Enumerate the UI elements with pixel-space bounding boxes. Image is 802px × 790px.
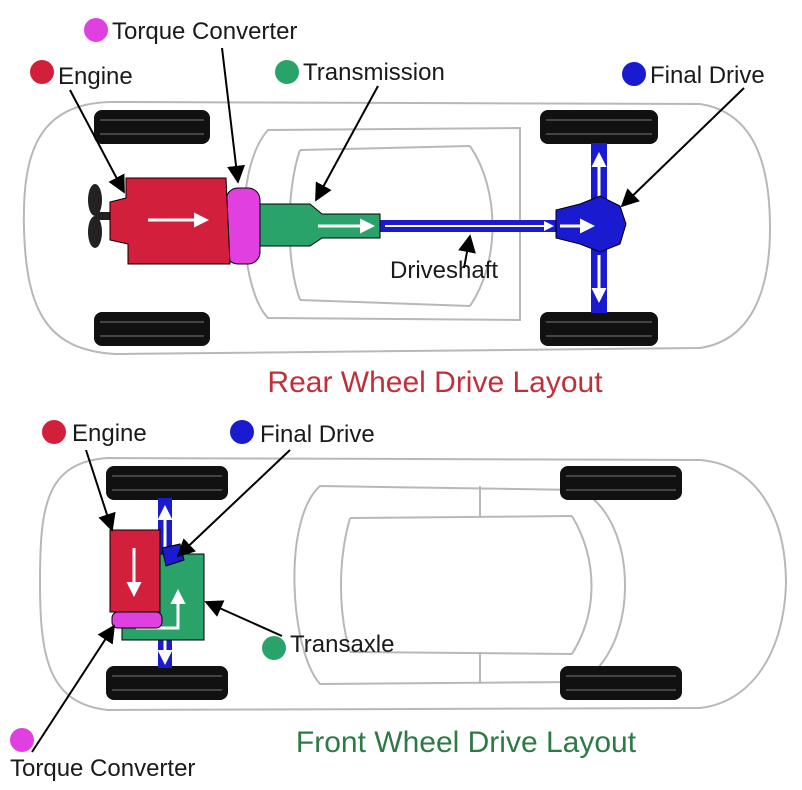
final-drive-dot [622, 62, 646, 86]
front-torque-converter-dot [10, 728, 34, 752]
transaxle-dot [262, 636, 286, 660]
rear-tire-rear-left [540, 110, 658, 144]
driveshaft-label: Driveshaft [390, 257, 498, 284]
rear-transmission-label: Transmission [303, 59, 445, 86]
rear-tire-front-right [94, 312, 210, 346]
torque-converter-dot [84, 18, 108, 42]
rear-engine-label: Engine [58, 63, 133, 90]
front-torque-converter [111, 611, 163, 629]
transaxle-label: Transaxle [290, 631, 394, 658]
rear-tire-rear-right [540, 312, 658, 346]
front-engine-label: Engine [72, 420, 147, 447]
front-tire-rear-right [560, 666, 682, 700]
front-engine-dot [42, 420, 66, 444]
front-rear-glass [571, 515, 593, 655]
front-final-drive-label: Final Drive [260, 421, 375, 448]
front-windshield [340, 517, 351, 653]
front-wheel-drive-diagram: Engine Final Drive Transaxle Torque Conv… [10, 420, 788, 782]
rear-wheel-drive-diagram: Torque Converter Engine Transmission Fin… [22, 18, 772, 399]
front-final-drive-dot [230, 420, 254, 444]
front-tire-front-left [106, 466, 228, 500]
front-caption: Front Wheel Drive Layout [296, 726, 637, 759]
transmission-dot [275, 60, 299, 84]
rear-tire-front-left [94, 110, 210, 144]
front-tire-rear-left [560, 466, 682, 500]
rear-final-drive [555, 195, 627, 253]
front-torque-converter-label: Torque Converter [10, 755, 195, 782]
rear-torque-converter-label: Torque Converter [112, 18, 297, 45]
rear-caption: Rear Wheel Drive Layout [267, 366, 603, 399]
rear-torque-converter [225, 187, 261, 265]
rear-cooling-fan [88, 184, 117, 248]
front-tire-front-right [106, 666, 228, 700]
front-car-body-outline [38, 456, 788, 712]
engine-dot [30, 60, 54, 84]
rear-final-drive-label: Final Drive [650, 62, 765, 89]
rear-car-body-outline [22, 100, 772, 356]
